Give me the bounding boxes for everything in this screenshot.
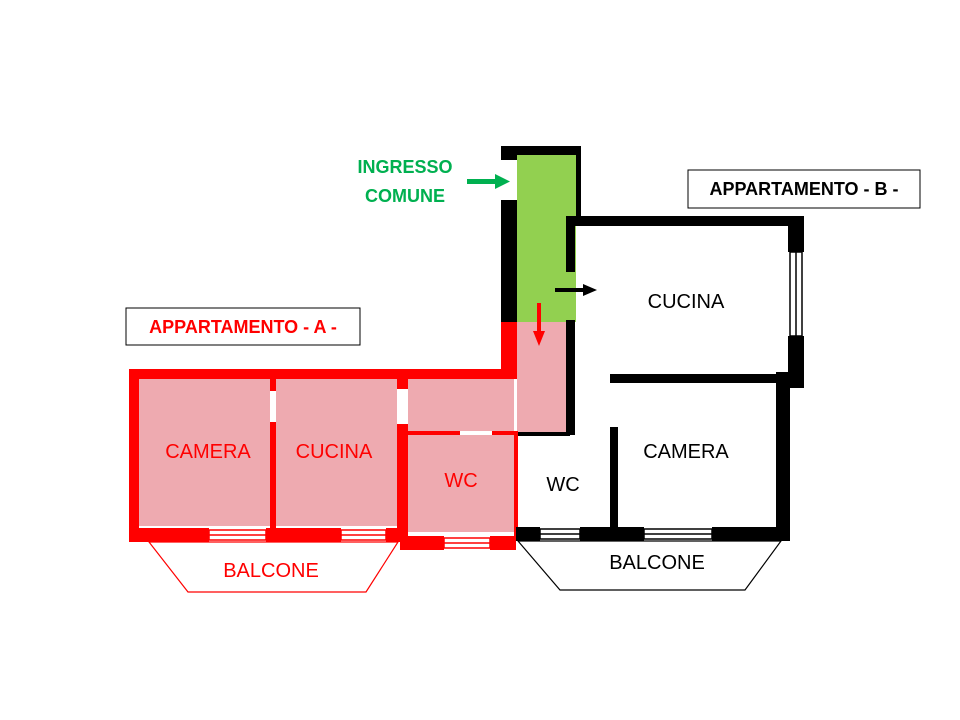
entrance-left-wall-upper (501, 146, 517, 160)
entrance-left-wall-lower (501, 200, 517, 322)
apartment-b-cucina-label: CUCINA (648, 291, 725, 313)
apartment-b-arrow-icon (555, 284, 597, 296)
apartment-a-partition-2-lower (397, 424, 408, 542)
apartment-a-wc-label: WC (444, 470, 477, 492)
entrance-arrow-icon (467, 174, 510, 189)
apartment-b-top-wall (566, 216, 804, 226)
apartment-a-landing-area (517, 322, 570, 432)
apartment-b-title-box (687, 169, 921, 209)
apartment-a-top-wall (129, 369, 515, 379)
apartment-b-right-wall-upper (788, 216, 804, 252)
apartment-a-cucina-area (276, 379, 397, 526)
apartment-a-bottom-wall-1 (129, 528, 209, 542)
apartment-b-camera-left-wall (610, 427, 618, 531)
apartment-a-bottom-wall-2 (266, 528, 341, 542)
apartment-a-bottom-wall-3 (386, 528, 400, 542)
entrance-label-line2: COMUNE (365, 186, 445, 206)
apartment-b-bottom-wall-3 (712, 527, 790, 541)
entrance-right-wall (576, 146, 581, 216)
apartment-b-bottom-wall-1 (516, 527, 540, 541)
apartment-a-title-box (125, 307, 361, 346)
apartment-b-left-wall-upper (566, 216, 575, 272)
apartment-a-wc-bottom-wall-2 (490, 536, 516, 550)
apartment-b-bottom-wall-2 (580, 527, 644, 541)
apartment-a-cucina-label: CUCINA (296, 441, 373, 463)
apartment-a-camera-label: CAMERA (165, 441, 251, 463)
apartment-a-partition-2-upper (397, 379, 408, 389)
apartment-b-right-wall-lower (776, 372, 790, 540)
apartment-a-title: APPARTAMENTO - A - (149, 317, 337, 337)
apartment-a-balcony-outline (147, 541, 400, 593)
apartment-a (129, 322, 570, 550)
apartment-b-wc-top-wall (518, 432, 570, 436)
entrance-top-wall (501, 146, 581, 155)
apartment-a-wc-top-wall-2 (492, 431, 514, 435)
apartment-a-partition-1-lower (270, 422, 276, 528)
apartment-a-wc-bottom-wall-1 (400, 536, 444, 550)
apartment-b-wc-label: WC (546, 474, 579, 496)
apartment-a-camera-area (139, 379, 270, 526)
apartment-a-landing-wall (501, 322, 517, 379)
apartment-a-wc-right-wall (514, 431, 518, 536)
apartment-a-balcone-label: BALCONE (223, 560, 319, 582)
entrance-label-line1: INGRESSO (357, 157, 452, 177)
apartment-b-title: APPARTAMENTO - B - (710, 179, 899, 199)
apartment-a-wc-area (408, 435, 514, 532)
apartment-b-right-wall-middle (788, 336, 804, 388)
apartment-b-left-wall-lower (566, 320, 575, 435)
apartment-b-balcony-outline (516, 540, 783, 591)
apartment-a-left-wall (129, 369, 139, 542)
apartment-b-camera-label: CAMERA (643, 441, 729, 463)
apartment-a-partition-1-upper (270, 379, 276, 391)
apartment-a-hall-area (408, 379, 514, 431)
apartment-a-wc-top-wall (408, 431, 460, 435)
apartment-b-middle-wall (610, 374, 790, 383)
apartment-b-balcone-label: BALCONE (609, 552, 705, 574)
apartment-b (516, 216, 804, 541)
apartment-a-arrow-icon (533, 303, 545, 346)
